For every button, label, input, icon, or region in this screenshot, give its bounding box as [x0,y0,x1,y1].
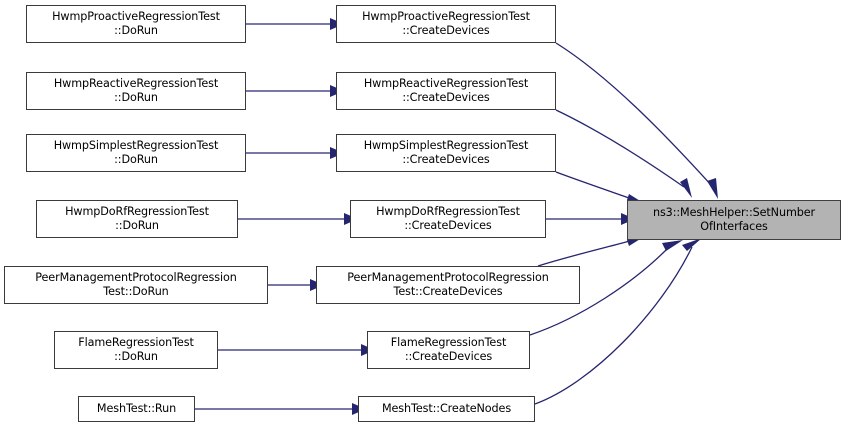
edge-n6-to-n15 [555,171,633,200]
arrowhead-icon [707,178,718,199]
graph-node-label: HwmpReactiveRegressionTest ::CreateDevic… [363,77,529,104]
graph-node-label: HwmpDoRfRegressionTest ::CreateDevices [376,205,520,232]
graph-node-label: MeshTest::Run [96,402,177,416]
graph-node-n6[interactable]: HwmpSimplestRegressionTest ::CreateDevic… [336,134,556,172]
arrowhead-icon [680,178,692,198]
edge-n14-to-n15 [534,246,693,405]
graph-node-label: PeerManagementProtocolRegression Test::D… [35,271,237,298]
graph-node-label: HwmpSimplestRegressionTest ::CreateDevic… [363,139,529,166]
edge-n10-to-n15 [537,240,631,267]
graph-node-label: FlameRegressionTest ::CreateDevices [390,336,507,363]
graph-node-n10[interactable]: PeerManagementProtocolRegression Test::C… [316,266,580,304]
graph-node-n14[interactable]: MeshTest::CreateNodes [358,396,535,422]
graph-node-label: PeerManagementProtocolRegression Test::C… [347,271,549,298]
graph-node-n1[interactable]: HwmpProactiveRegressionTest ::DoRun [26,5,246,43]
graph-node-label: ns3::MeshHelper::SetNumber OfInterfaces [652,206,816,233]
arrowhead-icon [682,238,702,251]
graph-node-n3[interactable]: HwmpReactiveRegressionTest ::DoRun [26,72,246,110]
graph-node-n7[interactable]: HwmpDoRfRegressionTest ::DoRun [36,200,238,238]
graph-node-n2[interactable]: HwmpProactiveRegressionTest ::CreateDevi… [336,5,556,43]
graph-node-n9[interactable]: PeerManagementProtocolRegression Test::D… [4,266,268,304]
graph-node-label: HwmpProactiveRegressionTest ::DoRun [52,10,220,37]
arrowhead-icon [662,240,683,251]
edge-n4-to-n15 [555,109,685,188]
graph-node-n11[interactable]: FlameRegressionTest ::DoRun [54,331,218,369]
graph-node-n5[interactable]: HwmpSimplestRegressionTest ::DoRun [26,134,246,172]
graph-node-label: HwmpReactiveRegressionTest ::DoRun [53,77,219,104]
graph-node-label: MeshTest::CreateNodes [381,402,512,416]
graph-node-label: HwmpSimplestRegressionTest ::DoRun [53,139,219,166]
graph-node-n12[interactable]: FlameRegressionTest ::CreateDevices [367,331,530,369]
graph-node-n15[interactable]: ns3::MeshHelper::SetNumber OfInterfaces [627,200,841,240]
graph-node-n13[interactable]: MeshTest::Run [78,396,195,422]
graph-node-n4[interactable]: HwmpReactiveRegressionTest ::CreateDevic… [336,72,556,110]
graph-node-label: FlameRegressionTest ::DoRun [78,336,194,363]
graph-node-label: HwmpProactiveRegressionTest ::CreateDevi… [362,10,530,37]
edge-n2-to-n15 [555,42,713,187]
graph-node-label: HwmpDoRfRegressionTest ::DoRun [65,205,209,232]
graph-node-n8[interactable]: HwmpDoRfRegressionTest ::CreateDevices [350,200,546,238]
edge-n12-to-n15 [529,245,671,336]
